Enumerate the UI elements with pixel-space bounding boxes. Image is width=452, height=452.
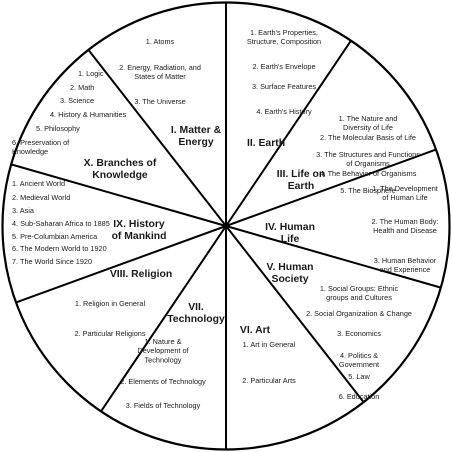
section-item: 1. Earth's Properties,Structure, Composi… (247, 28, 321, 46)
divider-line-5 (225, 225, 365, 403)
wheel-labels: I. Matter &Energy 1. Atoms 2. Energy, Radi… (12, 28, 438, 410)
section-item: 3. Science (60, 96, 94, 105)
divider-line-4 (225, 225, 441, 289)
section-item: 2. Math (70, 83, 94, 92)
section-item: 5. Philosophy (36, 124, 80, 133)
section-item: 1. Art in General (243, 340, 296, 349)
section-item: 6. The Modern World to 1920 (12, 244, 107, 253)
section-item: 3. Surface Features (252, 82, 316, 91)
section-item: 1. Ancient World (12, 179, 65, 188)
section-item: 1. Logic (78, 69, 104, 78)
section-1: I. Matter &Energy 1. Atoms 2. Energy, Radi… (119, 37, 222, 148)
section-2: II. Earth 1. Earth's Properties,Structure… (247, 28, 321, 149)
section-title: VII.Technology (167, 302, 225, 325)
divider-line-8 (16, 225, 227, 304)
section-item: 5. Pre-Columbian America (12, 232, 98, 241)
section-item: 7. The World Since 1920 (12, 257, 92, 266)
section-item: 2. The Human Body:Health and Disease (372, 217, 439, 235)
section-item: 3. Economics (337, 329, 381, 338)
section-item: 2. Particular Arts (242, 376, 296, 385)
divider-line-3 (225, 148, 436, 227)
section-8: VIII. Religion 1. Religion in General 2. P… (75, 269, 173, 338)
section-item: 2. Medieval World (12, 193, 70, 202)
divider-line-9 (11, 163, 227, 227)
section-item: 4. The Behavior of Organisms (320, 169, 417, 178)
section-item: 2. Earth's Envelope (252, 62, 315, 71)
section-item: 3. Asia (12, 206, 35, 215)
section-item: 4. Politics &Government (339, 351, 379, 369)
section-item: 5. Law (348, 372, 370, 381)
section-item: 2. Social Organization & Change (306, 309, 412, 318)
section-item: 4. Earth's History (256, 107, 312, 116)
section-6: VI. Art 1. Art in General 2. Particular Ar… (240, 325, 296, 385)
section-title: VI. Art (240, 325, 271, 336)
section-item: 1. Atoms (146, 37, 175, 46)
section-title: I. Matter &Energy (171, 125, 222, 148)
section-title: VIII. Religion (110, 269, 172, 280)
section-item: 2. The Molecular Basis of Life (320, 133, 416, 142)
section-item: 5. The Biosphere (340, 186, 395, 195)
section-item: 1. Religion in General (75, 299, 146, 308)
section-item: 3. Fields of Technology (126, 401, 201, 410)
section-item: 4. History & Humanities (50, 110, 127, 119)
divider-line-7 (100, 225, 227, 412)
divider-line-2 (225, 40, 352, 227)
section-item: 6. Education (339, 392, 380, 401)
section-item: 2. Particular Religions (75, 329, 146, 338)
section-title: II. Earth (247, 138, 285, 149)
section-item: 2. Elements of Technology (120, 377, 206, 386)
section-item: 3. The Universe (134, 97, 185, 106)
section-item: 4. Sub-Saharan Africa to 1885 (12, 219, 110, 228)
divider-line-10 (87, 49, 227, 227)
wheel-dividers (11, 3, 441, 449)
